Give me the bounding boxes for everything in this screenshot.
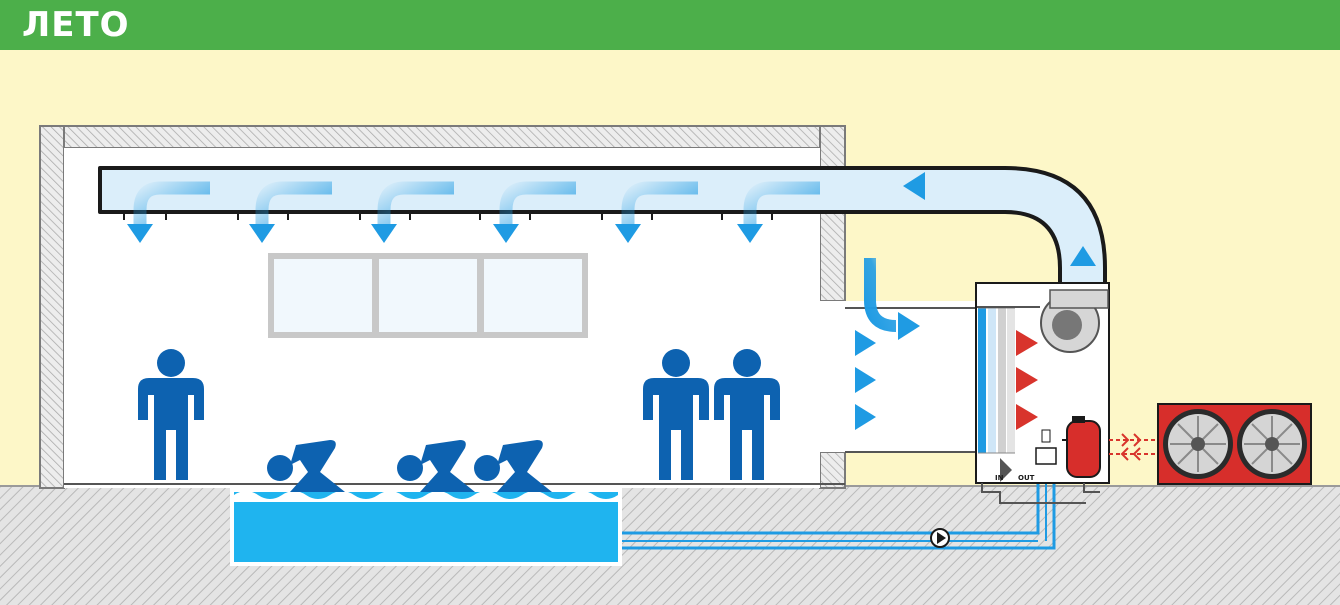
swimmer-icon	[397, 440, 475, 492]
swimmer-icon	[474, 440, 552, 492]
page-title: ЛЕТО	[22, 5, 130, 45]
valve-icon	[1000, 429, 1057, 482]
person-icon	[643, 349, 709, 480]
ground	[0, 485, 1340, 605]
port-out-label: OUT	[1018, 474, 1035, 482]
refrigerant-lines	[1109, 433, 1158, 461]
person-icon	[138, 349, 204, 480]
person-icon	[714, 349, 780, 480]
supply-air-arrows	[127, 181, 820, 243]
return-air-arrows	[790, 330, 876, 430]
condenser-fan-icon	[1237, 409, 1307, 479]
header-bar: ЛЕТО	[0, 0, 1340, 50]
condenser-fan-icon	[1163, 409, 1233, 479]
compressor-icon	[1062, 416, 1101, 478]
pump-icon	[930, 528, 950, 548]
dehumidifier-unit: IN OUT	[975, 282, 1110, 504]
warm-air-arrows	[940, 330, 1038, 430]
pool	[230, 486, 622, 566]
outdoor-condenser	[1157, 403, 1312, 485]
port-in-label: IN	[995, 474, 1004, 482]
supply-duct	[98, 166, 1107, 288]
window	[268, 253, 588, 338]
swimmer-icon	[267, 440, 345, 492]
fresh-air-arrow	[864, 258, 920, 340]
fan-icon	[1040, 289, 1109, 353]
